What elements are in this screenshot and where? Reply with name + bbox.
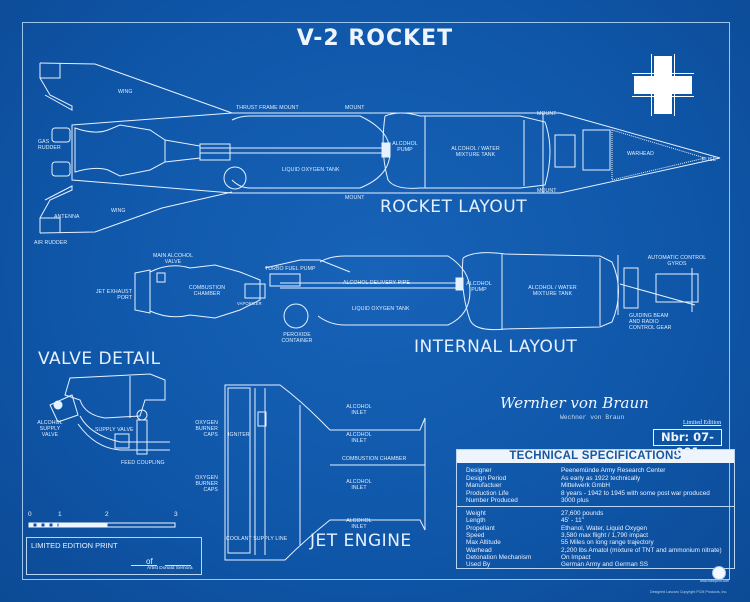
label-alcohol-supply-valve: ALCOHOL SUPPLY VALVE (37, 420, 63, 438)
label-alcohol-pump: ALCOHOL PUMP (392, 141, 418, 153)
publisher-logo-icon (712, 566, 726, 580)
label-alcohol-water-tank: ALCOHOL / WATER MIXTURE TANK (451, 146, 500, 158)
scale-tick-3: 3 (174, 511, 178, 518)
spec-key: Speed (466, 531, 485, 539)
label-thrust-frame-mount: THRUST FRAME MOUNT (236, 105, 299, 111)
spec-key: Warhead (466, 546, 492, 554)
section-title-jet-engine: JET ENGINE (310, 531, 412, 551)
spec-value: Peenemünde Army Research Center (561, 467, 666, 474)
spec-key: Max Altitude (466, 539, 501, 547)
spec-value: German Army and German SS (561, 561, 649, 569)
spec-value: 3,580 max flight / 1,790 impact (561, 531, 649, 539)
spec-value: 27,600 pounds (561, 510, 604, 517)
specs-heading: TECHNICAL SPECIFICATIONS (457, 450, 734, 463)
balkenkreuz-emblem (632, 54, 694, 116)
spec-value: Ethanol, Water, Liquid Oxygen (561, 524, 648, 532)
label-alcohol-inlet-3: ALCOHOL INLET (346, 479, 372, 491)
spec-value: 45' - 11" (561, 517, 584, 525)
spec-key: Used By (466, 561, 491, 569)
section-title-internal-layout: INTERNAL LAYOUT (414, 337, 578, 357)
internal-layout-drawing (134, 252, 699, 331)
spec-key: Weight (466, 510, 486, 517)
jet-engine-drawing (224, 384, 426, 561)
label-supply-valve: SUPPLY VALVE (95, 427, 134, 433)
spec-value: 3000 plus (561, 497, 589, 504)
spec-key: Design Period (466, 474, 507, 482)
specs-divider (457, 506, 734, 507)
valve-detail-drawing (49, 373, 170, 455)
technical-specifications-panel: TECHNICAL SPECIFICATIONS Designer Peenemü… (456, 449, 735, 569)
label-wing-bottom: WING (111, 208, 126, 214)
section-title-rocket-layout: ROCKET LAYOUT (380, 197, 528, 217)
spec-value: 55 Miles on long range trajectory (561, 539, 654, 547)
scale-bar (28, 522, 176, 528)
label-oxygen-burner-caps-1: OXYGEN BURNER CAPS (195, 420, 218, 438)
scale-tick-1: 1 (58, 511, 62, 518)
label-guiding-beam: GUIDING BEAM AND RADIO CONTROL GEAR (629, 313, 672, 331)
edition-blank-2 (165, 565, 191, 566)
label-mount-top-2: MOUNT (537, 111, 557, 117)
label-feed-coupling: FEED COUPLING (121, 460, 165, 466)
label-turbo-fuel-pump: TURBO FUEL PUMP (265, 266, 316, 272)
label-antenna: ANTENNA (54, 214, 80, 220)
limited-edition-print-box: LIMITED EDITION PRINT of Artist Donald S… (26, 537, 202, 575)
label-mount-top-1: MOUNT (345, 105, 365, 111)
spec-value: Mittelwerk GmbH (561, 482, 611, 489)
limited-print-of: of (146, 557, 153, 566)
footer-url: www.fukinprint.com (700, 579, 730, 583)
spec-key: Detonation Mechanism (466, 553, 532, 561)
spec-key: Propellant (466, 524, 495, 532)
label-mount-bottom-1: MOUNT (345, 195, 365, 201)
label-liquid-oxygen-tank: LIQUID OXYGEN TANK (282, 167, 340, 173)
label-jet-exhaust-port: JET EXHAUST PORT (95, 289, 132, 301)
label-alcohol-inlet-2: ALCOHOL INLET (346, 432, 372, 444)
limited-print-heading: LIMITED EDITION PRINT (31, 541, 118, 550)
label-alcohol-pump-internal: ALCOHOL PUMP (466, 281, 492, 293)
label-oxygen-burner-caps-2: OXYGEN BURNER CAPS (195, 475, 218, 493)
spec-key: Manufactuer (466, 482, 502, 489)
edition-number: Nbr: 07-001 (653, 429, 722, 459)
label-igniter: IGNITER (228, 432, 250, 438)
label-liquid-oxygen-tank-internal: LIQUID OXYGEN TANK (352, 306, 410, 312)
label-alcohol-delivery-pipe: ALCOHOL DELIVERY PIPE (343, 280, 410, 286)
label-peroxide-container: PEROXIDE CONTAINER (281, 332, 313, 344)
spec-key: Designer (466, 467, 492, 474)
rocket-layout-drawing (39, 62, 721, 234)
signature-script-text: Wernher von Braun (500, 394, 649, 412)
label-coolant-supply-line: COOLANT SUPPLY LINE (226, 536, 288, 542)
footer-credit: Designed Lascaro Copyright PCM Products,… (650, 590, 728, 594)
label-warhead: WARHEAD (627, 151, 655, 157)
spec-key: Number Produced (466, 497, 518, 504)
label-main-alcohol-valve: MAIN ALCOHOL VALVE (152, 253, 194, 265)
spec-value: 8 years - 1942 to 1945 with some post wa… (561, 489, 710, 497)
label-vaporizer: VAPORIZER (237, 301, 262, 306)
spec-value: On Impact (561, 553, 591, 561)
outer-frame (22, 22, 730, 580)
label-gas-rudder: GAS RUDDER (38, 139, 61, 151)
scale-tick-0: 0 (28, 511, 32, 518)
label-alcohol-inlet-1: ALCOHOL INLET (346, 404, 372, 416)
label-automatic-control-gyros: AUTOMATIC CONTROL GYROS (647, 255, 707, 267)
label-alcohol-inlet-4: ALCOHOL INLET (346, 518, 372, 530)
spec-key: Production Life (466, 489, 509, 497)
limited-edition-label: Limited Edition (683, 420, 722, 426)
spec-value: As early as 1922 technically (561, 474, 641, 482)
label-fuse: FUSE (702, 157, 717, 163)
label-wing-top: WING (118, 89, 133, 95)
label-air-rudder: AIR RUDDER (34, 240, 68, 246)
label-alcohol-water-tank-internal: ALCOHOL / WATER MIXTURE TANK (528, 285, 577, 297)
scale-tick-2: 2 (105, 511, 109, 518)
edition-blank-1 (131, 565, 157, 566)
label-combustion-chamber: COMBUSTION CHAMBER (188, 285, 226, 297)
signature-typed-name: Wechner von Braun (560, 414, 625, 421)
label-mount-bottom-2: MOUNT (537, 188, 557, 194)
spec-key: Length (466, 517, 486, 525)
poster-title: V-2 ROCKET (296, 26, 454, 51)
spec-value: 2,200 lbs Amatol (mixture of TNT and amm… (561, 546, 722, 554)
limited-print-artist: Artist Donald Semora (147, 566, 193, 571)
label-combustion-chamber-engine: COMBUSTION CHAMBER (342, 456, 407, 462)
section-title-valve-detail: VALVE DETAIL (38, 349, 161, 369)
